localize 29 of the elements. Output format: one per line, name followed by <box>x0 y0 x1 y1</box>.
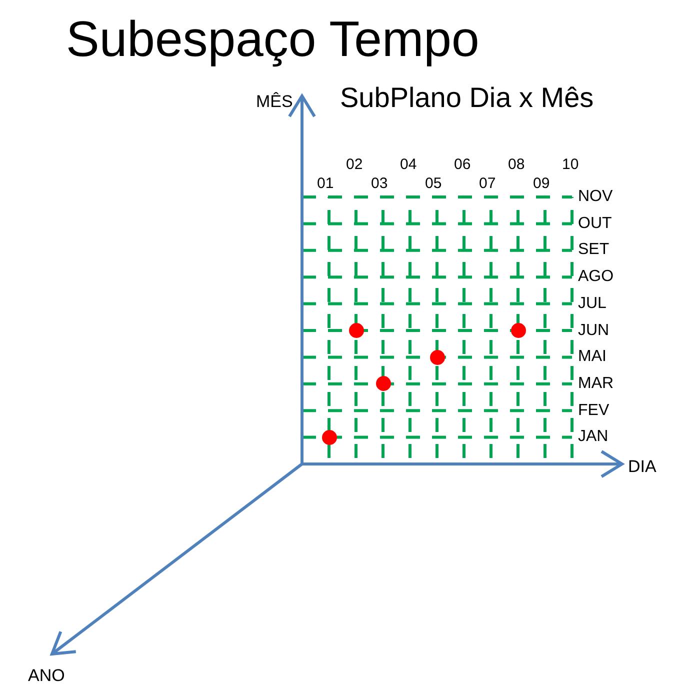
chart-title: SubPlano Dia x Mês <box>340 84 594 112</box>
tick-label: JAN <box>578 429 608 446</box>
data-point <box>322 430 336 445</box>
tick-label: MAR <box>578 376 614 392</box>
tick-label: FEV <box>578 402 610 419</box>
tick-label: MAI <box>578 349 606 366</box>
axis-label: MÊS <box>256 93 293 110</box>
tick-label: 05 <box>425 176 442 191</box>
data-point <box>510 323 526 338</box>
data-point <box>348 323 364 338</box>
tick-label: 08 <box>508 157 525 172</box>
axis-label: ANO <box>28 667 65 684</box>
tick-label: SET <box>578 242 610 258</box>
tick-label: 07 <box>479 176 496 191</box>
tick-label: 04 <box>400 157 417 172</box>
tick-label: 03 <box>371 176 388 191</box>
tick-label: JUL <box>578 296 606 312</box>
tick-label: JUN <box>578 322 610 338</box>
tick-label: 10 <box>562 157 579 172</box>
data-point <box>376 376 390 392</box>
data-point <box>430 350 444 365</box>
tick-label: OUT <box>578 216 612 232</box>
tick-label: NOV <box>578 189 613 205</box>
tick-label: AGO <box>578 269 614 286</box>
tick-label: 06 <box>454 157 471 172</box>
axis-label: DIA <box>628 458 656 475</box>
tick-label: 01 <box>317 176 334 191</box>
tick-label: 02 <box>346 157 363 172</box>
tick-label: 09 <box>533 176 550 191</box>
